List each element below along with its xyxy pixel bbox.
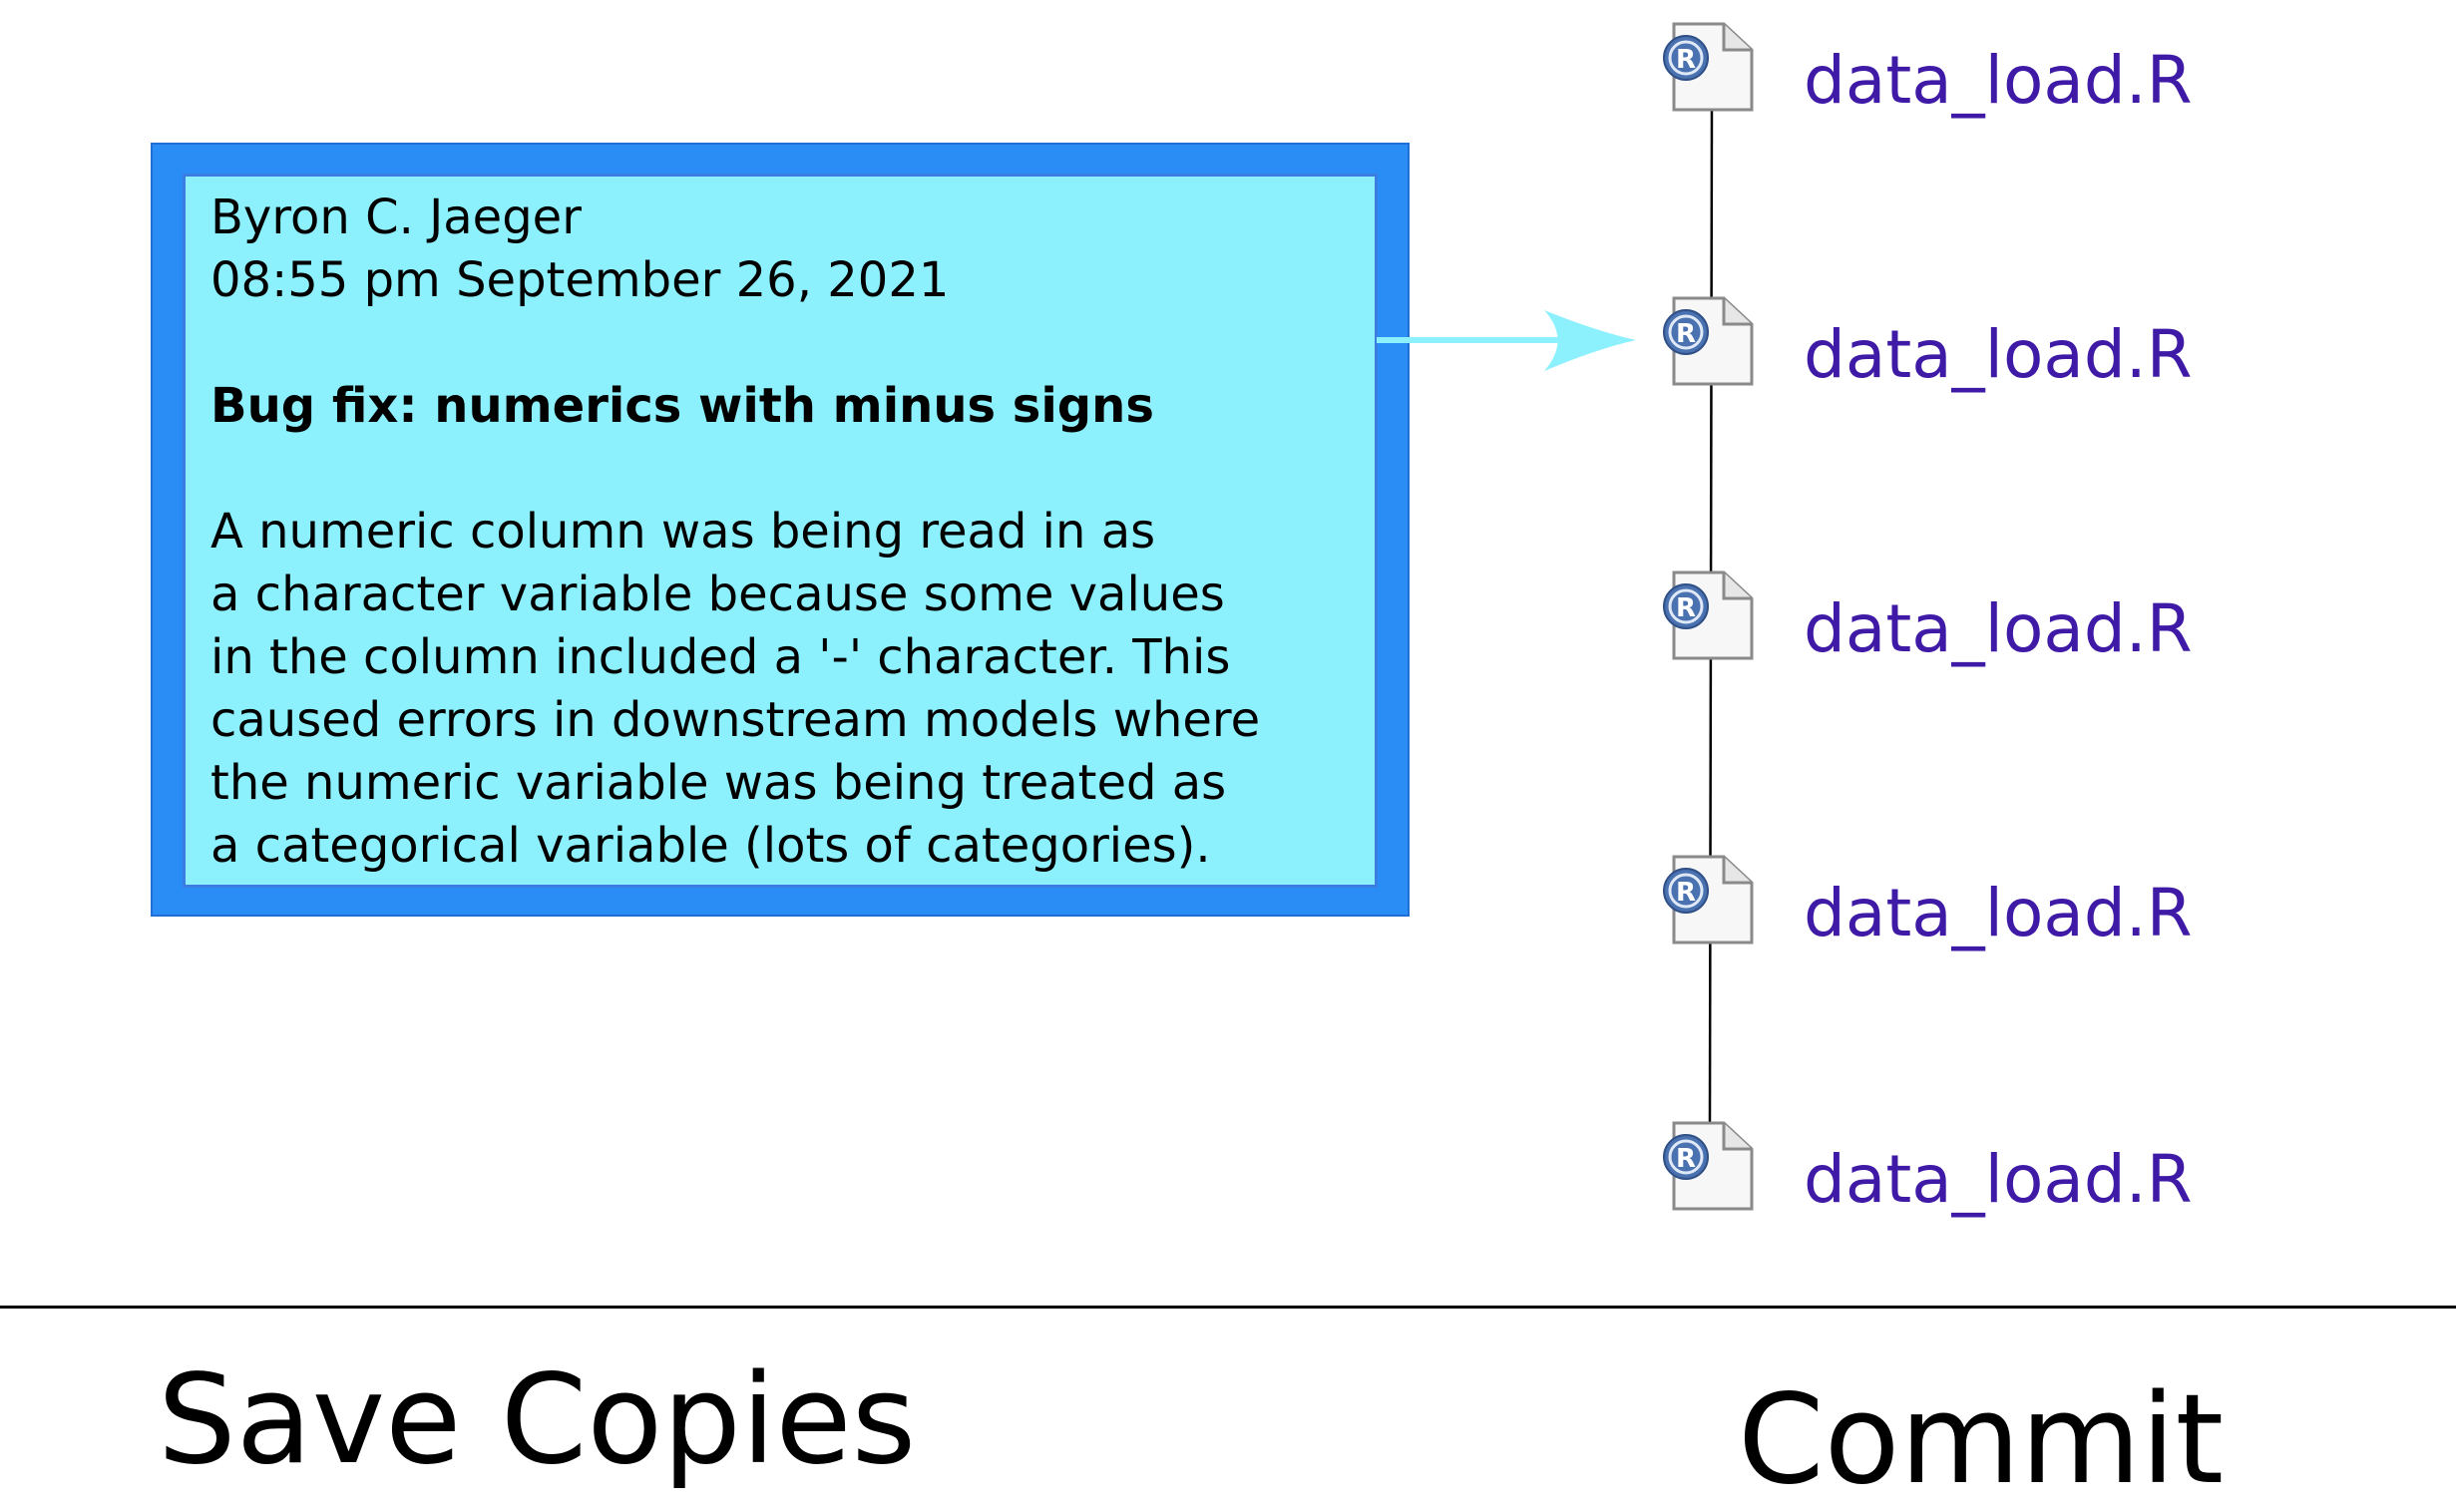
note-title: Bug fix: numerics with minus signs <box>210 378 1154 434</box>
svg-text:R: R <box>1676 878 1696 908</box>
note-timestamp: 08:55 pm September 26, 2021 <box>210 252 950 308</box>
commit-label: Commit <box>1738 1368 2225 1512</box>
note-pointer-arrow <box>1377 310 1636 371</box>
note-body-line: caused errors in downstream models where <box>210 692 1261 748</box>
note-author: Byron C. Jaeger <box>210 189 582 245</box>
r-script-file-icon[interactable]: R <box>1663 855 1754 945</box>
note-body-line: in the column included a '-' character. … <box>210 629 1231 685</box>
svg-text:R: R <box>1676 45 1696 75</box>
file-name-label[interactable]: data_load.R <box>1804 875 2193 951</box>
r-script-file-icon[interactable]: R <box>1663 22 1754 112</box>
save-copies-label: Save Copies <box>158 1348 917 1492</box>
r-script-file-icon[interactable]: R <box>1663 1121 1754 1211</box>
note-body-line: a character variable because some values <box>210 567 1225 622</box>
svg-text:R: R <box>1676 593 1696 623</box>
svg-text:R: R <box>1676 1144 1696 1174</box>
note-body-line: A numeric column was being read in as <box>210 504 1156 560</box>
commit-note: Byron C. Jaeger 08:55 pm September 26, 2… <box>183 174 1378 888</box>
file-name-label[interactable]: data_load.R <box>1804 1141 2193 1218</box>
note-body-line: the numeric variable was being treated a… <box>210 755 1227 811</box>
note-spacer <box>210 438 1350 501</box>
file-name-label[interactable]: data_load.R <box>1804 590 2193 667</box>
note-body-line: a categorical variable (lots of categori… <box>210 818 1211 874</box>
file-name-label[interactable]: data_load.R <box>1804 316 2193 393</box>
r-script-file-icon[interactable]: R <box>1663 296 1754 386</box>
r-script-file-icon[interactable]: R <box>1663 570 1754 660</box>
file-name-label[interactable]: data_load.R <box>1804 42 2193 119</box>
note-spacer <box>210 312 1350 375</box>
section-divider <box>0 1306 2456 1309</box>
svg-text:R: R <box>1676 319 1696 349</box>
